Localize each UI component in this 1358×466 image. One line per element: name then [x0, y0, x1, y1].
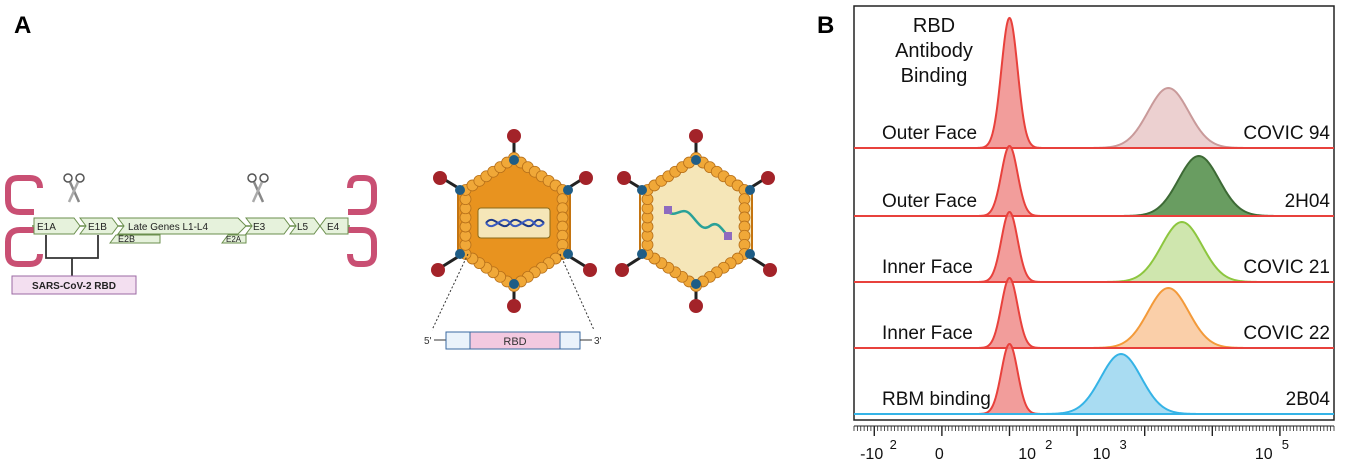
gene-e4 — [319, 217, 349, 235]
control-histogram — [977, 278, 1042, 348]
gene-e3 — [245, 217, 291, 235]
histogram-track: Inner Face COVIC 22 — [854, 276, 1334, 349]
title-line-2: Antibody — [895, 40, 973, 62]
cassette-label: RBD — [503, 336, 526, 348]
gene-e1b-label: E1B — [88, 222, 107, 233]
insert-label: SARS-CoV-2 RBD — [32, 281, 116, 292]
x-tick-exponent: 2 — [890, 437, 897, 452]
sample-histogram — [1117, 156, 1280, 216]
x-tick-exponent: 3 — [1120, 437, 1127, 452]
gene-e3-label: E3 — [253, 222, 266, 233]
control-histogram — [977, 18, 1042, 148]
right-itr — [347, 175, 377, 215]
track-right-label: COVIC 22 — [1243, 323, 1330, 344]
histogram-track: Inner Face COVIC 21 — [854, 210, 1334, 283]
gene-e1a-label: E1A — [37, 222, 56, 233]
x-tick-label: 10 — [1093, 446, 1111, 463]
x-tick-exponent: 2 — [1045, 437, 1052, 452]
insert-box — [11, 275, 137, 295]
gene-e2a — [221, 234, 247, 244]
panel-a-letter: A — [14, 12, 32, 39]
sample-histogram-outline — [1087, 286, 1250, 349]
control-histogram-outline — [977, 16, 1042, 149]
track-right-label: COVIC 94 — [1243, 123, 1330, 144]
sample-histogram-outline — [1039, 352, 1203, 415]
virion-illustrations: 5' RBD 3' — [424, 129, 777, 350]
gene-e2a-label: E2A — [226, 235, 242, 244]
left-itr — [5, 175, 43, 215]
plot-frame — [853, 5, 1335, 421]
scissors-icon-left — [63, 173, 85, 203]
control-histogram — [977, 344, 1042, 414]
gene-late-label: Late Genes L1-L4 — [128, 222, 208, 233]
panel-b-letter: B — [817, 12, 835, 39]
title-line-1: RBD — [913, 15, 955, 37]
sample-histogram-outline — [1100, 220, 1264, 283]
sample-histogram-outline — [1087, 86, 1250, 149]
sample-histogram — [1087, 88, 1250, 148]
track-right-label: 2H04 — [1285, 191, 1331, 212]
x-tick-label: 10 — [1018, 446, 1036, 463]
histogram-track: Outer Face 2H04 — [854, 144, 1334, 217]
track-right-label: COVIC 21 — [1243, 257, 1330, 278]
control-histogram-outline — [977, 144, 1042, 217]
gene-l5-label: L5 — [297, 222, 309, 233]
track-right-label: 2B04 — [1286, 389, 1331, 410]
left-itr-lower — [5, 227, 43, 267]
track-left-label: Outer Face — [882, 123, 977, 144]
sample-histogram — [1039, 354, 1203, 414]
gene-e4-label: E4 — [327, 222, 340, 233]
track-left-label: Inner Face — [882, 323, 973, 344]
x-tick-label: 10 — [1255, 446, 1273, 463]
sample-histogram — [1087, 288, 1250, 348]
title-line-3: Binding — [901, 65, 968, 87]
three-prime-label: 3' — [594, 336, 602, 347]
x-tick-label: 0 — [935, 446, 944, 463]
virion-dna — [431, 129, 597, 313]
track-left-label: RBM binding — [882, 389, 991, 410]
gene-e1a — [33, 217, 81, 235]
gene-late — [117, 217, 247, 235]
adenovirus-genome-map: E1A E1B Late Genes L1-L4 E3 L5 E4 E2B E2… — [5, 173, 377, 295]
track-left-label: Inner Face — [882, 257, 973, 278]
control-histogram-outline — [977, 276, 1042, 349]
sample-histogram — [1100, 222, 1264, 282]
gene-e1b — [79, 217, 119, 235]
control-histogram — [977, 212, 1042, 282]
gene-e2b — [109, 234, 161, 244]
x-tick-label: -10 — [860, 446, 883, 463]
scissors-icon-right — [247, 173, 269, 203]
virion-rna — [615, 129, 777, 313]
gene-e2b-label: E2B — [118, 234, 135, 244]
control-histogram-outline — [977, 342, 1042, 415]
right-itr-lower — [347, 227, 377, 267]
sample-histogram-outline — [1117, 154, 1280, 217]
five-prime-label: 5' — [424, 336, 432, 347]
histogram-track: Outer Face COVIC 94 — [854, 16, 1334, 149]
x-tick-exponent: 5 — [1282, 437, 1289, 452]
rbd-cassette: 5' RBD 3' — [424, 331, 602, 350]
track-left-label: Outer Face — [882, 191, 977, 212]
control-histogram-outline — [977, 210, 1042, 283]
control-histogram — [977, 146, 1042, 216]
gene-l5 — [289, 217, 321, 235]
histogram-track: RBM binding 2B04 — [854, 342, 1334, 415]
x-axis: -10 2 0 10 2 10 3 10 5 — [853, 425, 1335, 463]
